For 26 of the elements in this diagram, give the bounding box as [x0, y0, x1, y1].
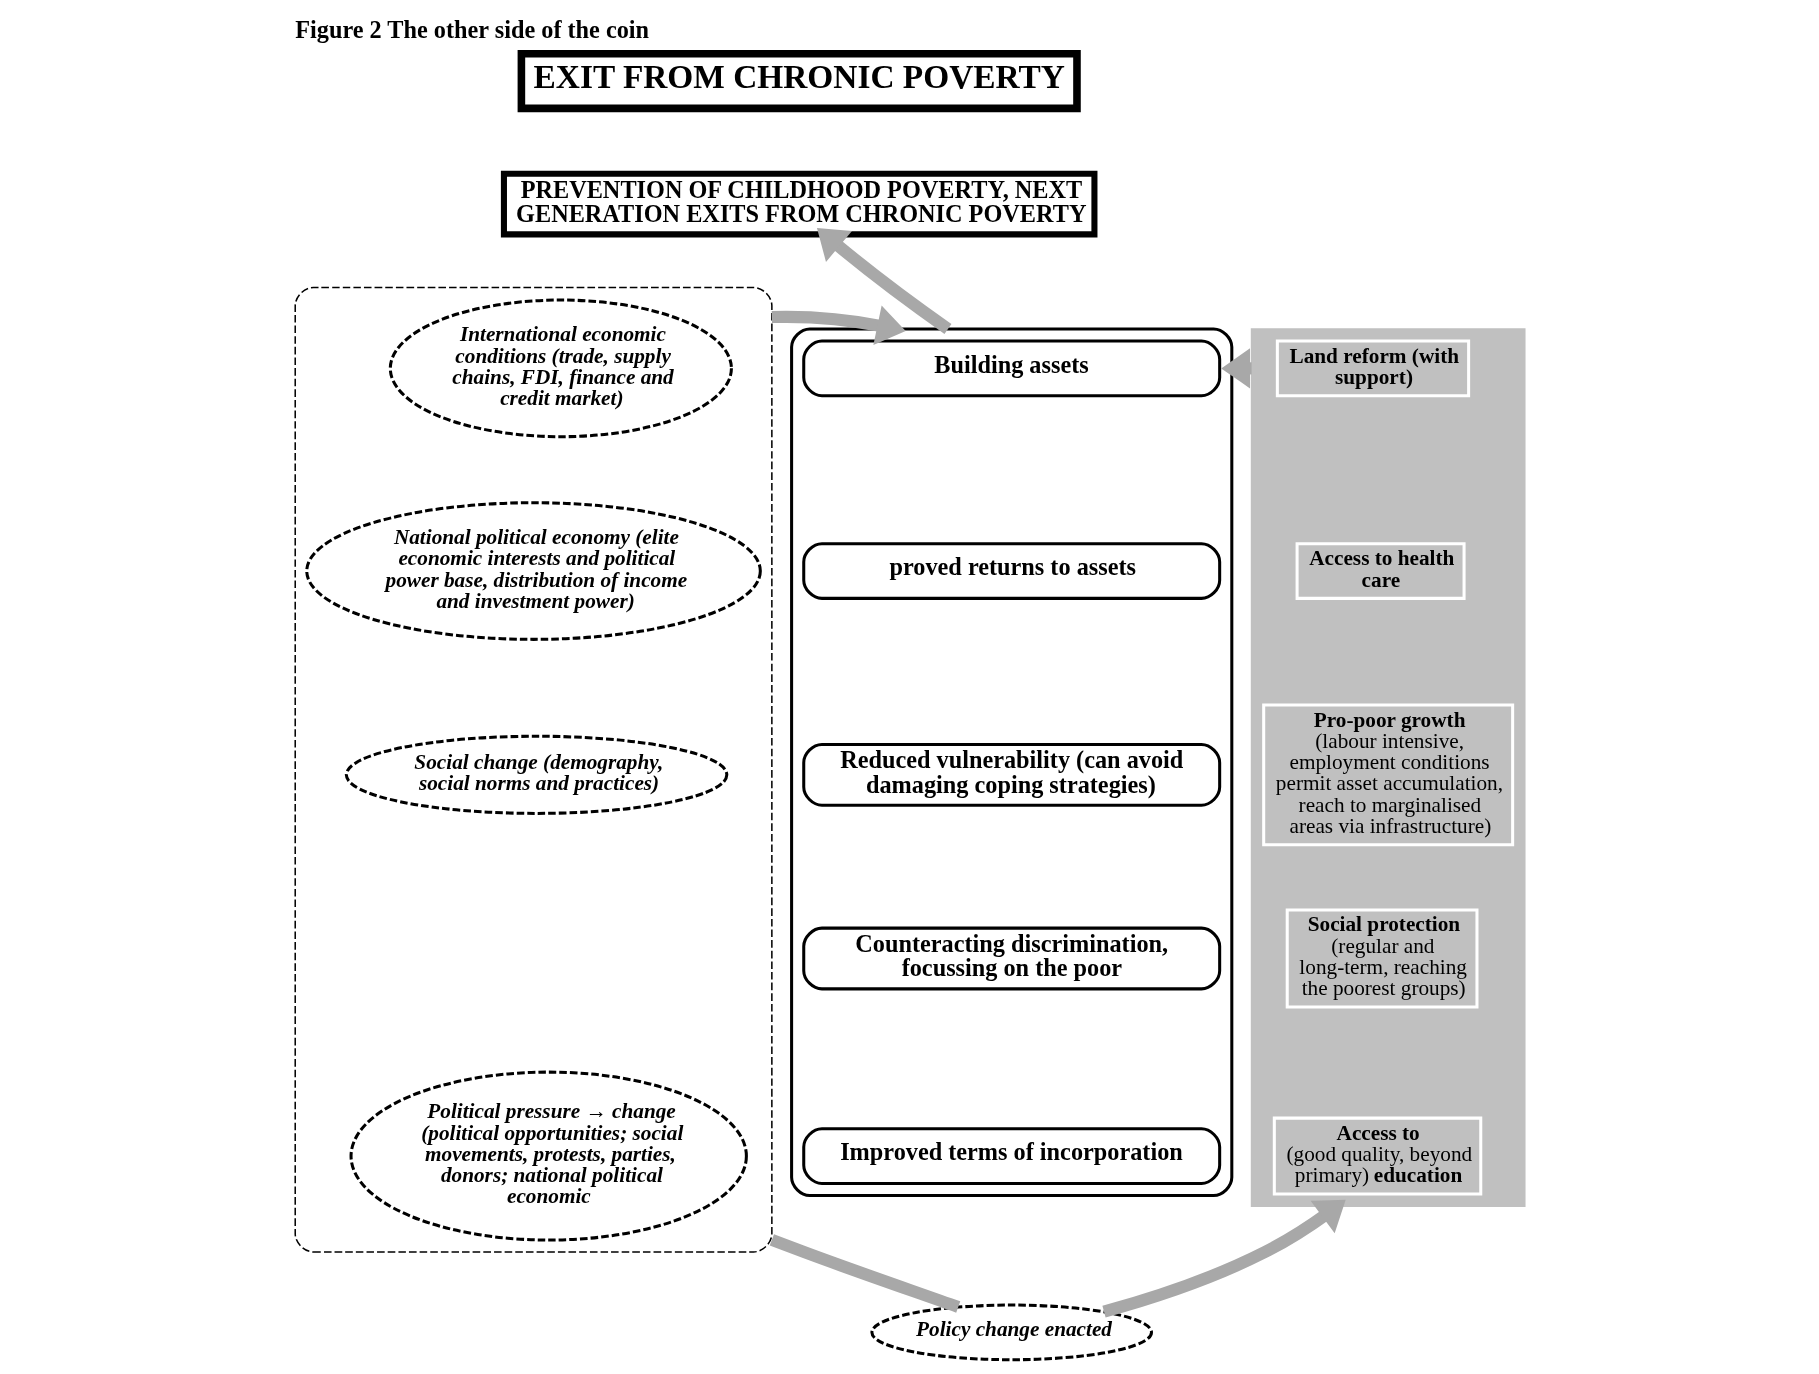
node-box: Access to (good quality, beyond primary) education	[1272, 1116, 1482, 1196]
arrow	[1101, 1199, 1346, 1318]
node-ellipse: International economic conditions (trade, supply chains, FDI, finance and credit market)	[388, 298, 733, 439]
diagram-title: Figure 2 The other side of the coin	[294, 16, 649, 44]
cluster	[1250, 328, 1526, 1207]
node-ellipse: National political economy (elite economic interests and political power base, distribution of income and investment power)	[304, 501, 762, 641]
node-box: Pro-poor growth (labour intensive, employment conditions permit asset accumulation, reach to marginalised areas via infrastructure)	[1261, 703, 1514, 847]
arrow	[1220, 348, 1252, 389]
node-box: Building assets	[801, 339, 1221, 398]
node-ellipse: Policy change enacted	[869, 1303, 1153, 1362]
node-box: EXIT FROM CHRONIC POVERTY	[517, 49, 1081, 113]
node-box: Counteracting discrimination, focussing on the poor	[801, 926, 1221, 991]
cluster	[293, 286, 773, 1253]
node-box: proved returns to assets	[801, 542, 1221, 600]
cluster	[789, 327, 1233, 1198]
node-box: Improved terms of incorporation	[801, 1127, 1221, 1185]
connector	[769, 1234, 960, 1313]
arrow	[771, 305, 906, 345]
node-box: Social protection (regular and long-term, reaching the poorest groups)	[1285, 908, 1478, 1009]
node-ellipse: Political pressure → change (political opportunities; social movements, protests, parties, donors; national political economic	[349, 1070, 748, 1242]
node-box: Land reform (with support)	[1275, 339, 1470, 398]
node-box: Access to health care	[1295, 542, 1466, 600]
arrow	[816, 227, 951, 334]
node-box: Reduced vulnerability (can avoid damaging coping strategies)	[801, 742, 1221, 807]
node-ellipse: Social change (demography, social norms and practices)	[344, 734, 728, 815]
node-box: PREVENTION OF CHILDHOOD POVERTY, NEXT GENERATION EXITS FROM CHRONIC POVERTY	[500, 170, 1097, 238]
